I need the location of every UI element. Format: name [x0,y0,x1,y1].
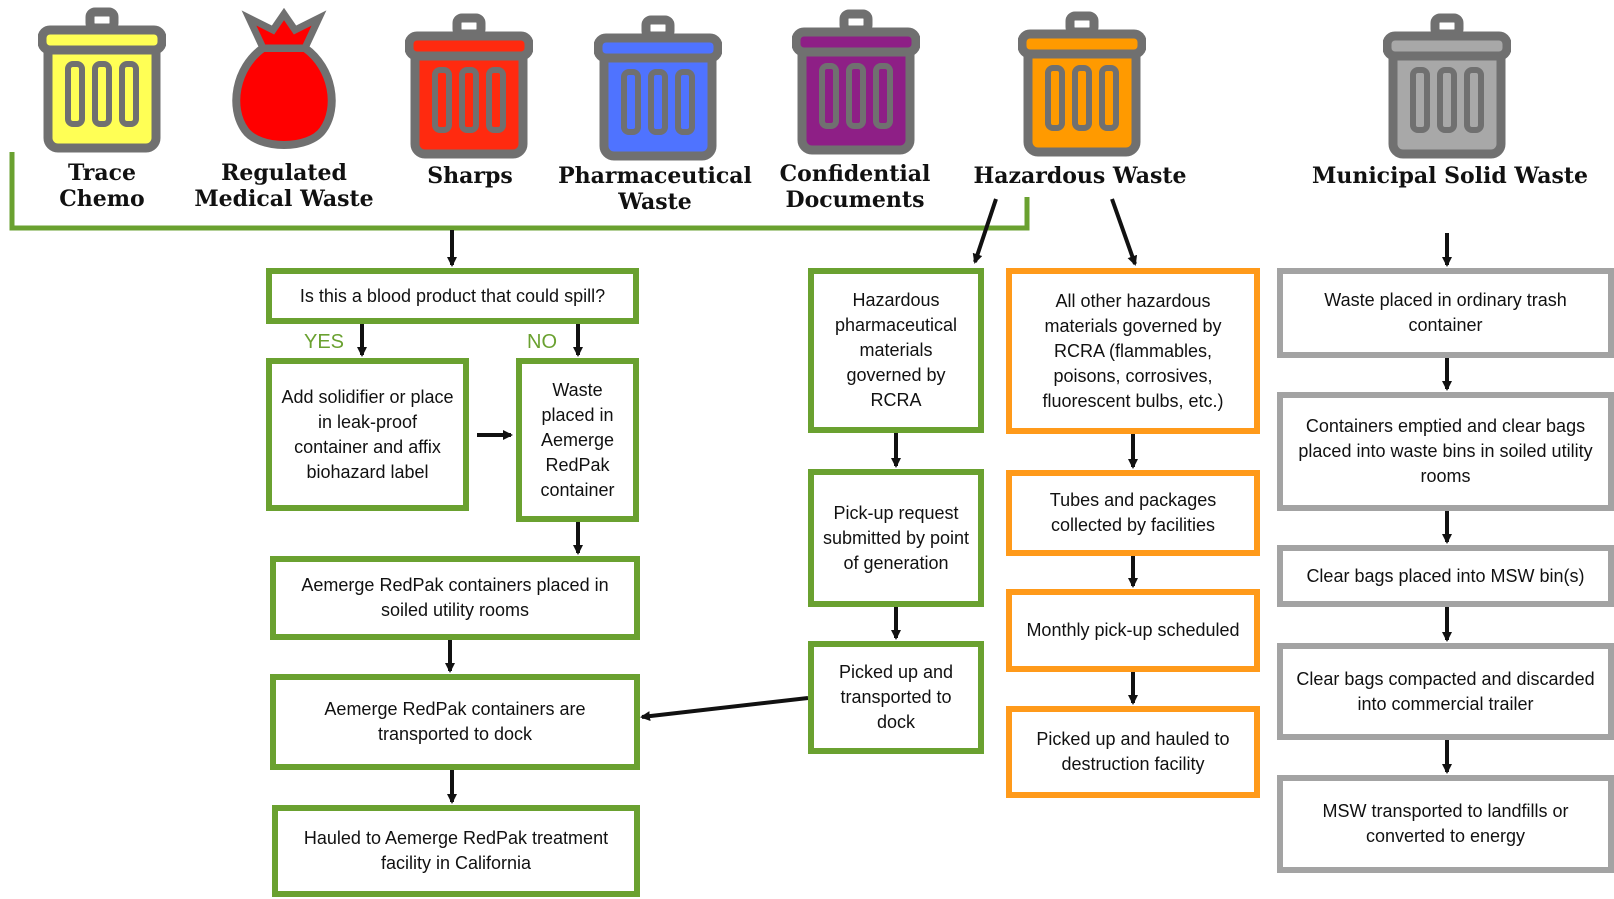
arrow-hazard-to-pharma [972,198,998,264]
trash-bin-icon [1018,11,1146,157]
category-label-pharmaceutical-waste: Pharmaceutical Waste [558,163,752,215]
yes-label: YES [304,331,345,353]
trash-bin-icon [594,15,722,161]
pickup-request-box: Pick-up request submitted by point of ge… [808,469,984,607]
clear-bags-msw-box: Clear bags placed into MSW bin(s) [1277,545,1614,607]
trash-bin-icon [1383,13,1511,159]
picked-up-dock-box: Picked up and transported to dock [808,641,984,754]
trash-bin-icon [792,9,920,155]
arrow-picked-to-green-dock [640,696,809,722]
containers-emptied-box: Containers emptied and clear bags placed… [1277,392,1614,511]
category-label-sharps: Sharps [427,163,513,189]
category-label-confidential-documents: Confidential Documents [779,161,931,213]
redpak-soiled-rooms-box: Aemerge RedPak containers placed in soil… [270,556,640,640]
trash-bin-icon [38,7,166,153]
blood-product-question-box: Is this a blood product that could spill… [266,268,639,324]
bags-compacted-box: Clear bags compacted and discarded into … [1277,643,1614,740]
category-label-municipal-solid-waste: Municipal Solid Waste [1311,163,1589,189]
trash-bin-icon [405,13,533,159]
destruction-facility-box: Picked up and hauled to destruction faci… [1006,706,1260,798]
msw-landfill-box: MSW transported to landfills or converte… [1277,775,1614,873]
hauled-redpak-facility-box: Hauled to Aemerge RedPak treatment facil… [272,805,640,897]
rcra-pharma-box: Hazardous pharmaceutical materials gover… [808,268,984,433]
monthly-pickup-box: Monthly pick-up scheduled [1006,589,1260,672]
category-label-trace-chemo: Trace Chemo [59,160,145,212]
other-hazardous-box: All other hazardous materials governed b… [1006,268,1260,434]
redpak-transported-dock-box: Aemerge RedPak containers are transporte… [270,674,640,770]
biohazard-bag-icon [232,8,336,149]
arrow-hazard-to-other [1110,198,1138,266]
waste-placed-redpak-box: Waste placed in Aemerge RedPak container [516,358,639,522]
category-label-hazardous-waste: Hazardous Waste [973,163,1187,189]
category-label-regulated-medical-waste: Regulated Medical Waste [194,160,374,212]
no-label: NO [527,331,557,353]
add-solidifier-box: Add solidifier or place in leak-proof co… [266,358,469,511]
ordinary-trash-box: Waste placed in ordinary trash container [1277,268,1614,358]
tubes-packages-box: Tubes and packages collected by faciliti… [1006,470,1260,556]
green-category-bracket [9,152,1030,231]
